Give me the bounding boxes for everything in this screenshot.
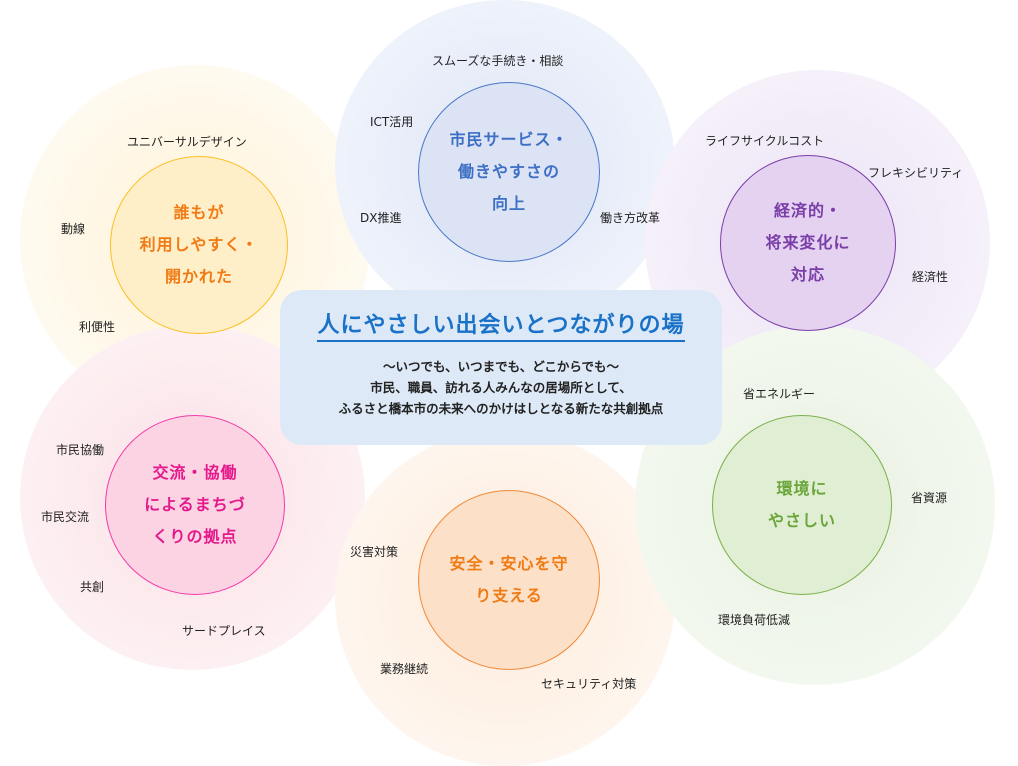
keyword: 市民交流: [41, 510, 90, 524]
keyword: 経済性: [912, 270, 949, 284]
keyword: 省エネルギー: [743, 387, 816, 401]
keyword: セキュリティ対策: [541, 677, 637, 691]
theme-circle-exchange: 交流・協働 によるまちづ くりの拠点: [105, 415, 285, 595]
keyword: DX推進: [360, 211, 402, 225]
keyword: 災害対策: [350, 545, 399, 559]
keyword: 動線: [61, 222, 86, 236]
concept-subtitle: 〜いつでも、いつまでも、どこからでも〜 市民、職員、訪れる人みんなの居場所として…: [338, 359, 664, 416]
concept-title: 人にやさしい出会いとつながりの場: [317, 312, 685, 342]
keyword: ICT活用: [370, 115, 414, 129]
theme-circle-accessible: 誰もが 利用しやすく・ 開かれた: [110, 156, 288, 334]
keyword: 利便性: [79, 320, 116, 334]
keyword: 働き方改革: [600, 211, 661, 225]
keyword: サードプレイス: [182, 624, 266, 638]
keyword: ライフサイクルコスト: [705, 134, 825, 148]
keyword: フレキシビリティ: [868, 166, 964, 180]
keyword: 共創: [80, 580, 105, 594]
theme-circle-safety: 安全・安心を守 り支える: [418, 490, 600, 670]
theme-circle-environment: 環境に やさしい: [712, 415, 892, 595]
theme-circle-service: 市民サービス・ 働きやすさの 向上: [418, 82, 600, 262]
keyword: 環境負荷低減: [718, 613, 791, 627]
keyword: 業務継続: [380, 662, 429, 676]
keyword: スムーズな手続き・相談: [432, 54, 564, 68]
keyword: ユニバーサルデザイン: [127, 135, 247, 149]
keyword: 市民協働: [56, 443, 105, 457]
center-concept-box: 人にやさしい出会いとつながりの場 〜いつでも、いつまでも、どこからでも〜 市民、…: [280, 290, 722, 445]
keyword: 省資源: [911, 491, 948, 505]
theme-circle-economic: 経済的・ 将来変化に 対応: [720, 155, 896, 331]
